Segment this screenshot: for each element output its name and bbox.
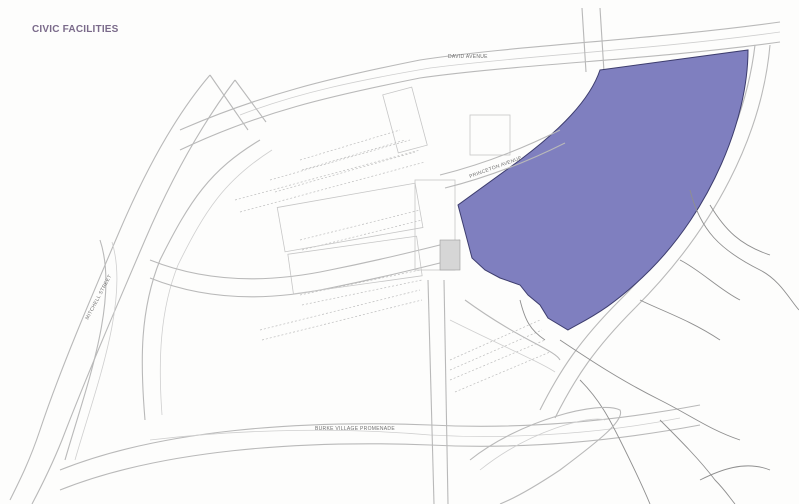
mitchell-street-west-inner (74, 241, 118, 461)
north-vertical-road-west (581, 7, 587, 73)
parking-area-north (234, 129, 426, 213)
north-vertical-road-east (599, 7, 605, 73)
trail-network (519, 189, 799, 504)
central-curved-road-south (149, 257, 461, 298)
inner-loop-road (141, 139, 261, 421)
northwest-connector-road-2 (234, 79, 267, 123)
parking-area-south (259, 289, 551, 393)
outer-loop-road-outer (9, 74, 211, 501)
outer-loop-road-inner (31, 79, 236, 504)
princeton-avenue-south-edge (444, 142, 566, 189)
david-avenue-label: DAVID AVENUE (448, 54, 488, 60)
lower-right-curve-2 (479, 418, 606, 471)
lower-right-curve-1 (469, 406, 622, 504)
burke-village-promenade-label: BURKE VILLAGE PROMENADE (315, 426, 395, 432)
bottom-promenade-south (59, 424, 701, 491)
central-vertical-road-west (427, 279, 435, 504)
northwest-connector-road (209, 74, 249, 131)
inner-loop-road-inner (159, 149, 273, 416)
mitchell-street-west (64, 239, 107, 461)
central-vertical-road-east (443, 279, 449, 504)
campus-buildings (276, 86, 511, 295)
david-avenue-north-edge (179, 21, 781, 131)
lower-curved-road-2 (449, 319, 556, 373)
map-title: CIVIC FACILITIES (32, 24, 119, 35)
lower-curved-road (464, 299, 561, 361)
bottom-promenade-median (149, 417, 681, 441)
civic-facility-parcel (457, 49, 749, 331)
princeton-avenue-north-edge (439, 129, 561, 176)
david-avenue-inner-edge (239, 31, 781, 116)
east-diagonal-road-east (554, 44, 771, 419)
bottom-promenade-north (59, 404, 701, 471)
central-curved-road-north (149, 239, 461, 280)
